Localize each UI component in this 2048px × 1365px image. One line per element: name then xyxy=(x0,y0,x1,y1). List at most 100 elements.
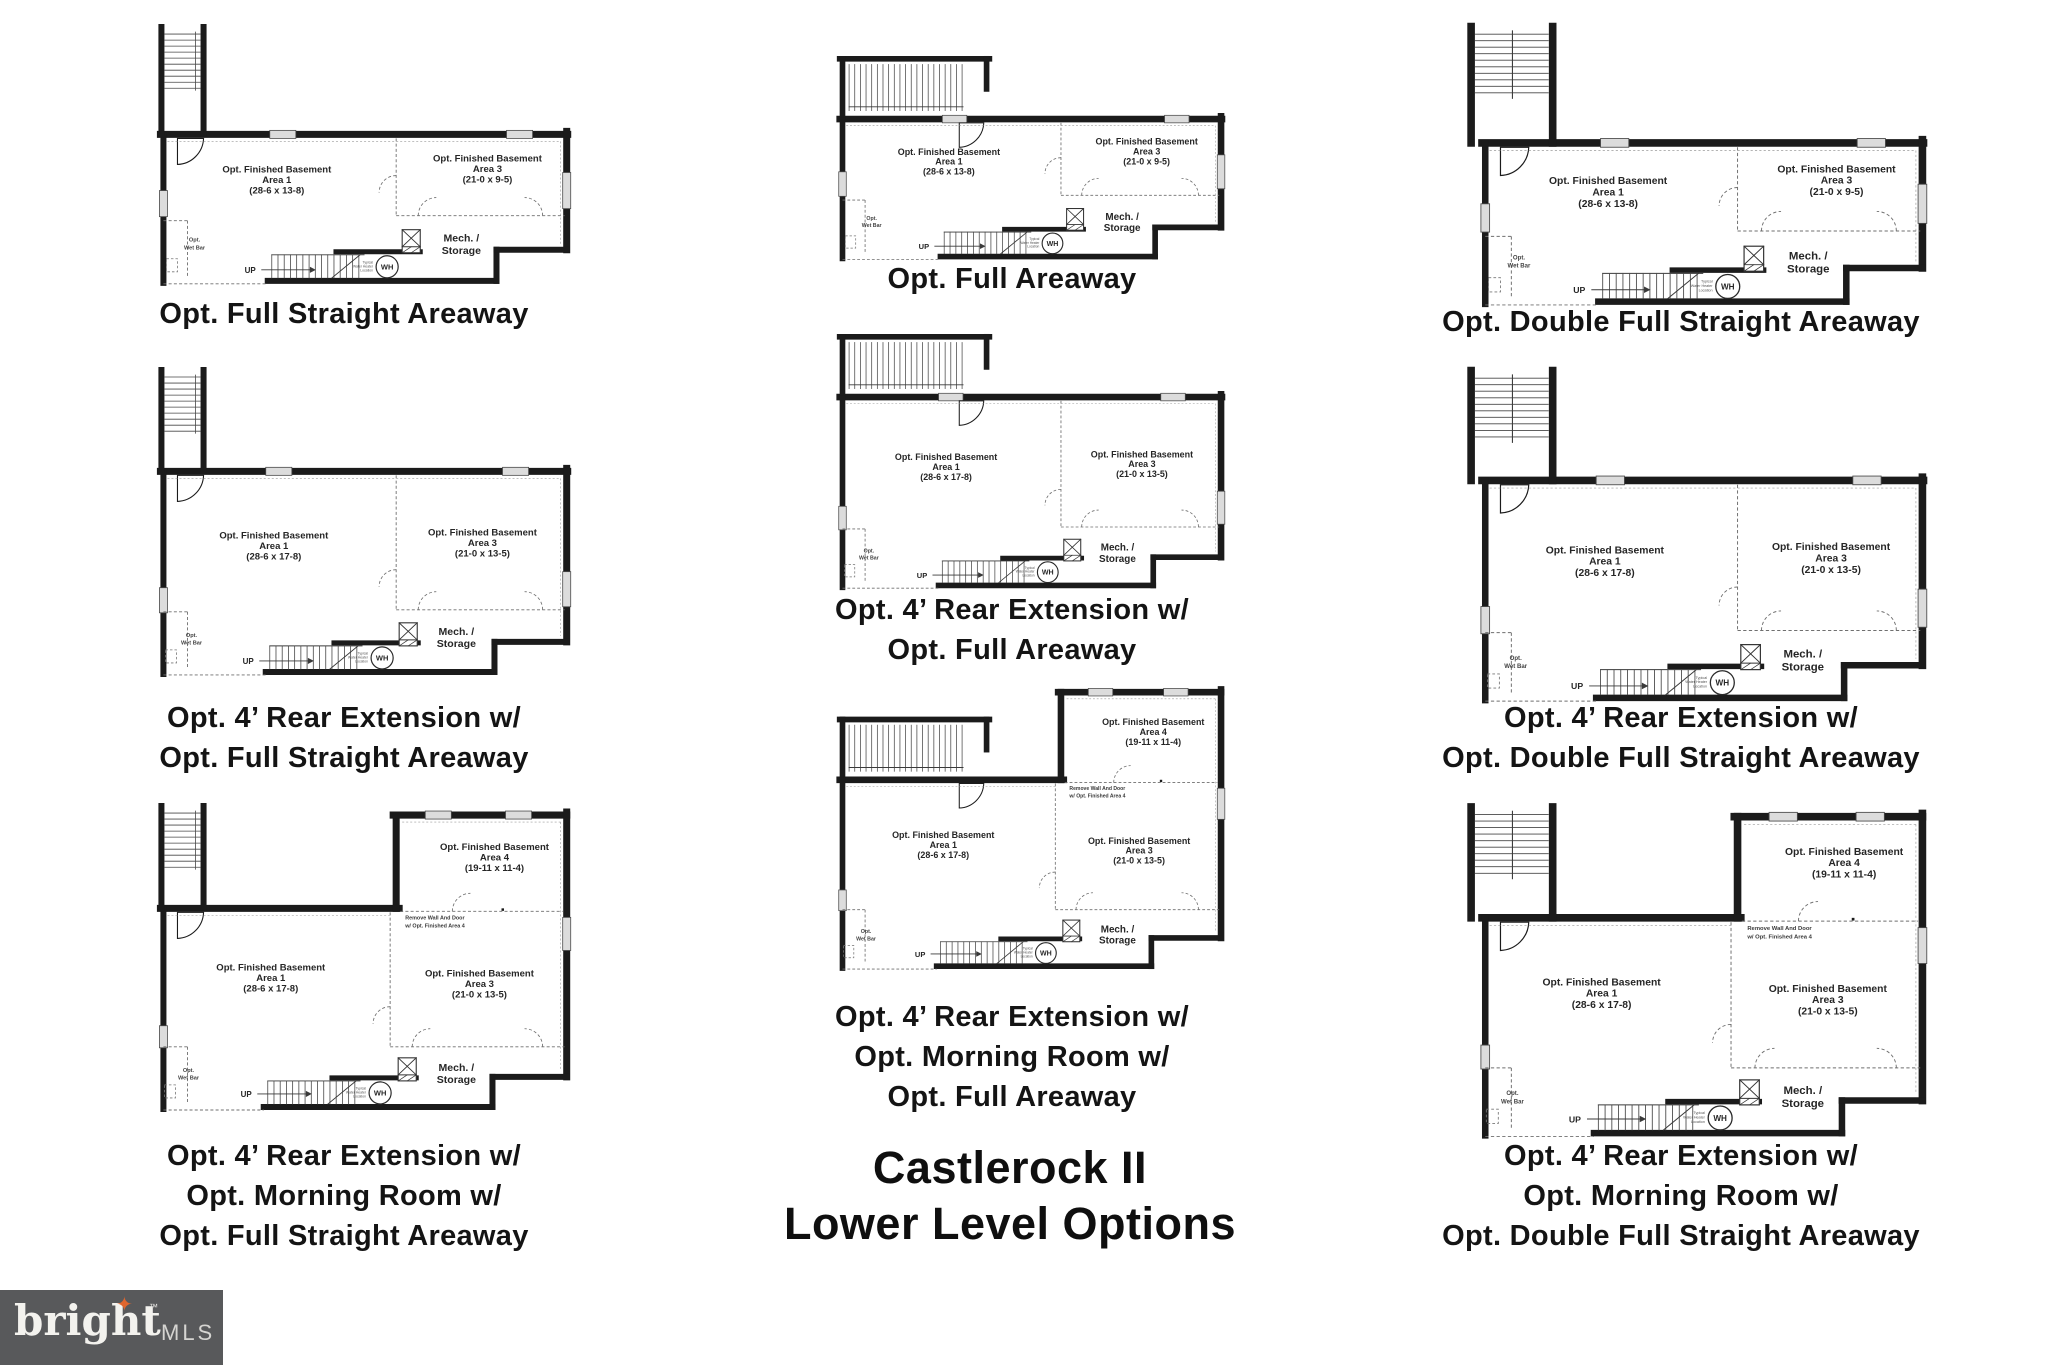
plan-caption-line: Opt. Full Areaway xyxy=(887,634,1137,666)
area1-label: Area 1 xyxy=(1586,989,1618,1000)
up-label: UP xyxy=(917,571,927,580)
area1-label: Opt. Finished Basement xyxy=(1542,977,1661,988)
wh-label: WH xyxy=(1716,679,1730,688)
wh-label: WH xyxy=(1047,241,1059,248)
area1-label: Area 1 xyxy=(935,157,962,167)
wet-bar-cabinet xyxy=(1486,673,1500,689)
door-swing-icon xyxy=(176,137,205,166)
area3-label: (21-0 x 9-5) xyxy=(1123,156,1170,166)
areaway-stairs xyxy=(836,716,993,778)
area1-label: Opt. Finished Basement xyxy=(216,963,326,974)
sheet-title: Castlerock II Lower Level Options xyxy=(660,1140,1360,1252)
water-heater-symbol xyxy=(1036,561,1059,584)
wh-note: Location xyxy=(1691,1120,1705,1124)
wet-bar-label: Wet Bar xyxy=(862,223,882,229)
area4-label: Opt. Finished Basement xyxy=(1785,847,1904,858)
wh-note: Water Heater xyxy=(346,1090,367,1094)
water-heater-symbol xyxy=(1707,1105,1733,1131)
area3-label: (21-0 x 13-5) xyxy=(452,990,507,1001)
wh-note: Typical xyxy=(1693,1111,1705,1115)
plan-caption-line: Opt. Double Full Straight Areaway xyxy=(1442,306,1920,338)
utility-box-symbol xyxy=(397,1057,417,1082)
mech-storage-label: Mech. / xyxy=(1789,250,1828,262)
area3-label: (21-0 x 9-5) xyxy=(463,175,513,186)
plan-caption-line: Opt. 4’ Rear Extension w/ xyxy=(167,1140,521,1172)
plan-caption-line: Opt. Morning Room w/ xyxy=(1523,1180,1839,1212)
wh-note: Typical xyxy=(357,651,368,655)
interior-stairs: UP xyxy=(1569,1098,1763,1131)
wet-bar-label: Wet Bar xyxy=(1501,1098,1524,1105)
wet-bar-label: Opt. xyxy=(864,548,875,554)
wet-bar-label: Wet Bar xyxy=(184,245,206,251)
area1-label: Area 1 xyxy=(1589,557,1621,568)
up-arrow-icon xyxy=(1641,682,1649,690)
wet-bar-label: Wet Bar xyxy=(859,556,879,562)
plan-caption-line: Opt. Full Straight Areaway xyxy=(159,742,529,774)
door-swing-icon xyxy=(176,474,205,503)
up-label: UP xyxy=(245,266,257,275)
wh-note: Water Heater xyxy=(1691,284,1714,288)
area1-label: Opt. Finished Basement xyxy=(892,830,994,840)
wh-note: Water Heater xyxy=(1020,241,1040,245)
water-heater-symbol xyxy=(1034,942,1057,964)
mech-storage-label: Mech. / xyxy=(444,233,480,245)
wet-bar-cabinet xyxy=(164,1084,176,1099)
areaway-stairs xyxy=(158,803,207,912)
door-swing-icon xyxy=(176,911,205,940)
area4-label: Opt. Finished Basement xyxy=(1102,717,1204,727)
sheet-title-line-1: Castlerock II xyxy=(872,1142,1148,1193)
wet-bar-label: Wet Bar xyxy=(856,936,876,942)
wh-note: Location xyxy=(360,268,373,272)
wet-bar-cabinet xyxy=(1488,277,1501,293)
remove-wall-note: Remove Wall And Door xyxy=(1069,786,1125,792)
remove-wall-note: Remove Wall And Door xyxy=(405,915,465,921)
mech-storage-label: Storage xyxy=(1104,223,1141,234)
up-label: UP xyxy=(243,657,255,666)
wet-bar-label: Opt. xyxy=(861,929,872,935)
logo-mls-text: MLS xyxy=(161,1320,216,1345)
water-heater-symbol xyxy=(368,1081,392,1105)
area1-label: (28-6 x 17-8) xyxy=(243,984,298,995)
plan-caption-rear-extension-full-areaway: Opt. 4’ Rear Extension w/Opt. Full Areaw… xyxy=(786,590,1238,670)
utility-box-symbol xyxy=(1743,245,1765,272)
mech-storage-label: Storage xyxy=(442,245,481,257)
up-arrow-icon xyxy=(1639,1115,1647,1123)
wh-note: Water Heater xyxy=(1014,951,1034,955)
plan-caption-line: Opt. Full Areaway xyxy=(887,263,1137,295)
plan-caption-line: Opt. Double Full Straight Areaway xyxy=(1442,1220,1920,1252)
area3-label: Opt. Finished Basement xyxy=(425,969,535,980)
wh-note: Typical xyxy=(355,1086,366,1090)
water-heater-symbol xyxy=(375,255,399,279)
wh-note: Typical xyxy=(1025,566,1035,570)
water-heater-symbol xyxy=(1709,670,1735,696)
remove-wall-note: w/ Opt. Finished Area 4 xyxy=(1068,794,1125,800)
wh-label: WH xyxy=(381,262,394,271)
wet-bar-label: Wet Bar xyxy=(181,640,203,646)
area3-label: Area 3 xyxy=(1125,846,1152,856)
area3-label: (21-0 x 13-5) xyxy=(455,549,510,560)
wet-bar-label: Opt. xyxy=(183,1068,195,1074)
wh-label: WH xyxy=(1713,1114,1727,1123)
area1-label: Area 1 xyxy=(1592,188,1624,199)
wet-bar-cabinet xyxy=(166,258,178,273)
areaway-stairs xyxy=(1467,22,1557,147)
area3-label: Opt. Finished Basement xyxy=(1772,542,1891,553)
areaway-stairs xyxy=(836,333,993,396)
area1-label: Opt. Finished Basement xyxy=(219,531,329,542)
mech-storage-label: Storage xyxy=(437,1074,476,1086)
wet-bar-cabinet xyxy=(165,649,177,664)
area1-label: (28-6 x 13-8) xyxy=(249,186,304,197)
area3-label: (21-0 x 13-5) xyxy=(1801,565,1861,576)
plan-cell-rear-extension-morning-room-full-areaway: Remove Wall And Door w/ Opt. Finished Are… xyxy=(786,676,1238,973)
wh-note: Water Heater xyxy=(348,655,369,659)
wh-note: Typical xyxy=(1023,947,1033,951)
areaway-stairs xyxy=(158,24,207,138)
